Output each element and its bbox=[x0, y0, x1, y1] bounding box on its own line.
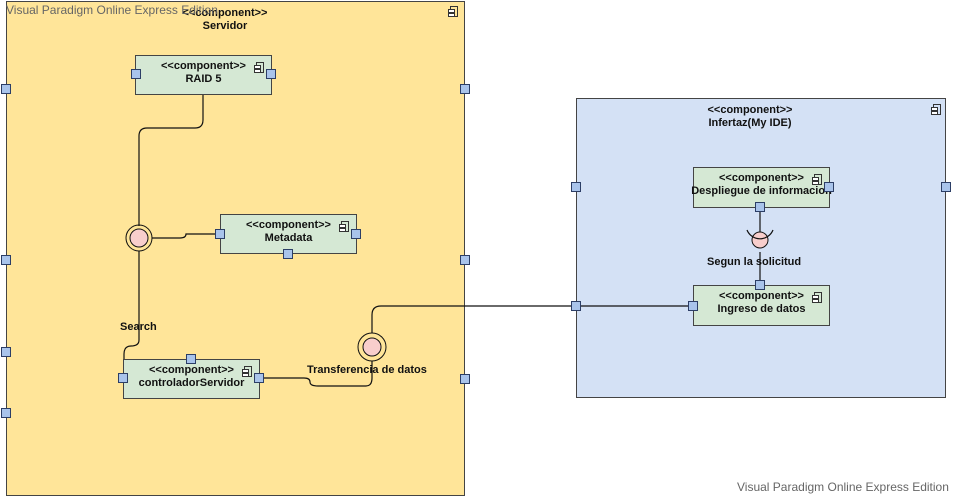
controlador-name: controladorServidor bbox=[138, 377, 245, 389]
port[interactable] bbox=[215, 229, 225, 239]
port[interactable] bbox=[755, 202, 765, 212]
port[interactable] bbox=[460, 255, 470, 265]
component-icon bbox=[242, 366, 252, 377]
port[interactable] bbox=[283, 249, 293, 259]
component-icon bbox=[339, 221, 349, 232]
port[interactable] bbox=[186, 354, 196, 364]
servidor-stereotype: <<component>> bbox=[182, 7, 268, 19]
raid-name: RAID 5 bbox=[185, 73, 222, 85]
component-icon bbox=[931, 104, 941, 115]
despliegue-name: Despliegue de informacion bbox=[691, 185, 832, 197]
ingreso-stereotype: <<component>> bbox=[719, 290, 804, 302]
component-icon bbox=[448, 6, 458, 17]
transferencia-label: Transferencia de datos bbox=[307, 364, 427, 376]
port[interactable] bbox=[1, 347, 11, 357]
interfaz-stereotype: <<component>> bbox=[707, 104, 793, 116]
component-ingreso[interactable]: <<component>> Ingreso de datos bbox=[693, 285, 830, 326]
interfaz-name: Infertaz(My IDE) bbox=[708, 117, 792, 129]
despliegue-stereotype: <<component>> bbox=[719, 172, 804, 184]
controlador-stereotype: <<component>> bbox=[149, 364, 234, 376]
port[interactable] bbox=[1, 408, 11, 418]
metadata-stereotype: <<component>> bbox=[246, 219, 331, 231]
port[interactable] bbox=[266, 69, 276, 79]
component-icon bbox=[254, 62, 264, 73]
watermark-top: Visual Paradigm Online Express Edition bbox=[6, 3, 218, 17]
component-raid[interactable]: <<component>> RAID 5 bbox=[135, 55, 272, 95]
port[interactable] bbox=[131, 69, 141, 79]
interfaz-title: <<component>> Infertaz(My IDE) bbox=[690, 104, 810, 130]
component-icon bbox=[812, 292, 822, 303]
port[interactable] bbox=[941, 182, 951, 192]
port[interactable] bbox=[118, 373, 128, 383]
port[interactable] bbox=[824, 182, 834, 192]
watermark-bottom: Visual Paradigm Online Express Edition bbox=[737, 480, 949, 494]
port[interactable] bbox=[571, 301, 581, 311]
component-icon bbox=[812, 174, 822, 185]
servidor-name: Servidor bbox=[202, 20, 248, 32]
port[interactable] bbox=[571, 182, 581, 192]
port[interactable] bbox=[351, 229, 361, 239]
port[interactable] bbox=[1, 84, 11, 94]
port[interactable] bbox=[460, 84, 470, 94]
component-metadata[interactable]: <<component>> Metadata bbox=[220, 214, 357, 254]
component-despliegue[interactable]: <<component>> Despliegue de informacion bbox=[691, 167, 832, 208]
component-controlador[interactable]: <<component>> controladorServidor bbox=[123, 359, 260, 399]
port[interactable] bbox=[1, 255, 11, 265]
port[interactable] bbox=[460, 374, 470, 384]
servidor-title: <<component>> Servidor bbox=[170, 7, 280, 33]
metadata-name: Metadata bbox=[264, 232, 313, 244]
search-label: Search bbox=[120, 321, 157, 333]
raid-stereotype: <<component>> bbox=[161, 60, 246, 72]
port[interactable] bbox=[755, 280, 765, 290]
port[interactable] bbox=[688, 301, 698, 311]
ingreso-name: Ingreso de datos bbox=[717, 303, 806, 315]
port[interactable] bbox=[254, 373, 264, 383]
segun-label: Segun la solicitud bbox=[707, 256, 802, 268]
